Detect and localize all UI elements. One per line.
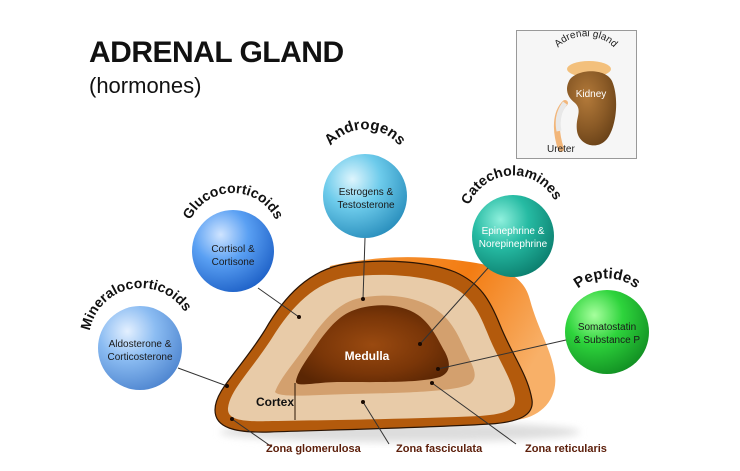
- androgens-member-2: Testosterone: [337, 200, 395, 211]
- catecholamines-member-2: Norepinephrine: [479, 239, 548, 250]
- leader-lines: [177, 237, 567, 448]
- glucocorticoids-member-1: Cortisol &: [211, 244, 255, 255]
- glucocorticoids-member-2: Cortisone: [212, 257, 255, 268]
- kidney-inset-illustration: Adrenal gland Kidney Ureter: [547, 28, 620, 155]
- medulla-label: Medulla: [345, 349, 390, 363]
- catecholamines-member-1: Epinephrine &: [482, 226, 545, 237]
- page-title: ADRENAL GLAND: [89, 36, 344, 69]
- androgens-title-text: Androgens: [321, 116, 409, 148]
- androgens-title: Androgens: [321, 116, 409, 148]
- peptides-title-text: Peptides: [571, 265, 644, 292]
- catecholamines-circle: [472, 195, 554, 277]
- kidney-label: Kidney: [576, 89, 607, 100]
- zona-glomerulosa-label: Zona glomerulosa: [266, 443, 362, 455]
- cortex-label: Cortex: [256, 395, 294, 409]
- page-subtitle: (hormones): [89, 73, 202, 98]
- zona-reticularis-label: Zona reticularis: [525, 443, 607, 455]
- mineralocorticoids-member-1: Aldosterone &: [109, 339, 172, 350]
- mineralocorticoids-circle: [98, 306, 182, 390]
- adrenal-gland-label-text: Adrenal gland: [553, 28, 620, 50]
- peptides-circle: [565, 290, 649, 374]
- medulla: [295, 305, 449, 385]
- peptides-member-1: Somatostatin: [578, 322, 636, 333]
- vessel-shape: [555, 101, 568, 132]
- adrenal-gland-label: Adrenal gland: [553, 31, 620, 50]
- peptides-member-2: & Substance P: [574, 335, 640, 346]
- androgens-circle: [323, 154, 407, 238]
- ureter-label: Ureter: [547, 144, 575, 155]
- kidney-shape: [567, 71, 617, 146]
- glucocorticoids-circle: [192, 210, 274, 292]
- mineralocorticoids-member-2: Corticosterone: [107, 352, 172, 363]
- leader-dots: [225, 297, 440, 421]
- zona-fasciculata-label: Zona fasciculata: [396, 443, 483, 455]
- androgens-member-1: Estrogens &: [339, 187, 394, 198]
- kidney-inset: Adrenal gland Kidney Ureter: [516, 28, 637, 159]
- peptides-title: Peptides: [571, 265, 644, 292]
